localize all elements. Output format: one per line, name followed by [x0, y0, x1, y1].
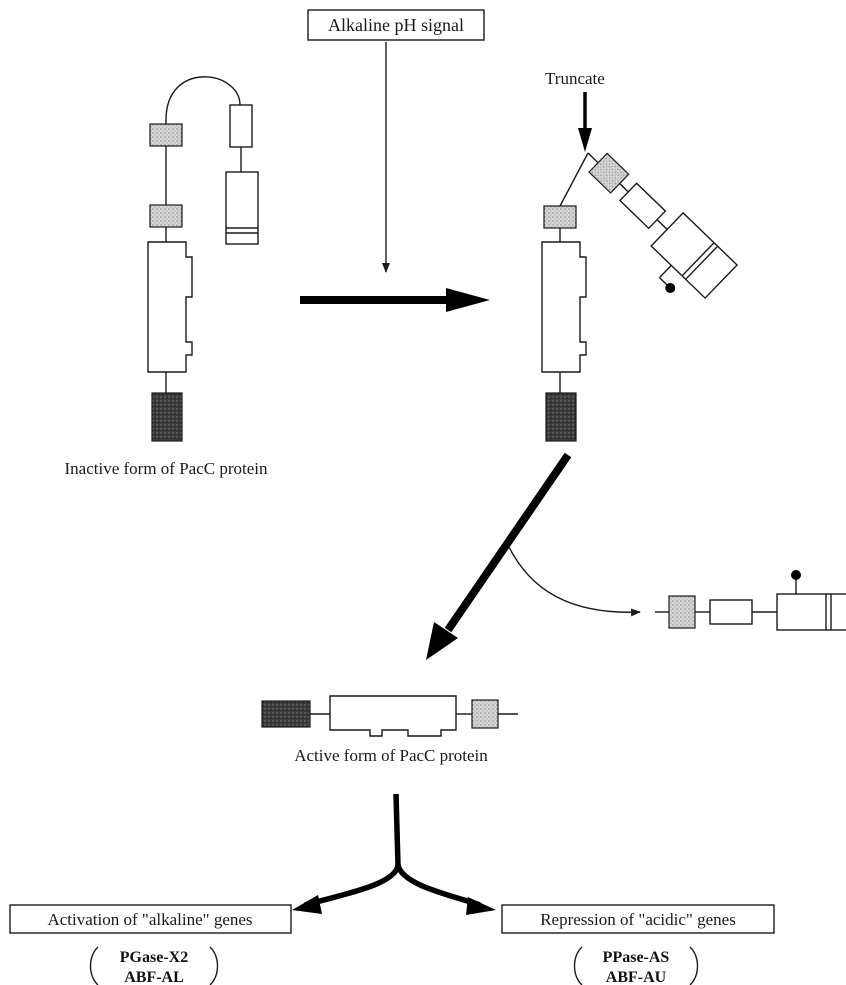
activation-label: Activation of "alkaline" genes [47, 910, 252, 929]
split-arrows [292, 794, 496, 915]
domain-light-1 [150, 124, 182, 146]
activation-outcome: Activation of "alkaline" genes PGase-X2 … [10, 905, 291, 985]
inactive-pacc-protein: Inactive form of PacC protein [65, 77, 268, 478]
paren-right-1 [210, 947, 218, 985]
activation-arrow [300, 288, 490, 312]
paren-left-2 [575, 947, 583, 985]
active-domain-dark [262, 701, 310, 727]
repression-outcome: Repression of "acidic" genes PPase-AS AB… [502, 905, 774, 985]
domain-dark [152, 393, 182, 441]
active-zinc-finger-region [330, 696, 456, 736]
released-fragment [655, 570, 846, 630]
signal-label: Alkaline pH signal [328, 15, 464, 35]
paren-right-2 [690, 947, 698, 985]
domain-dark-2 [546, 393, 576, 441]
domain-light-3 [544, 206, 576, 228]
active-caption: Active form of PacC protein [294, 746, 488, 765]
gene-pgase-x2: PGase-X2 [120, 949, 188, 966]
domain-light-2 [150, 205, 182, 227]
gene-abf-al: ABF-AL [124, 969, 184, 985]
inactive-caption: Inactive form of PacC protein [65, 459, 268, 478]
processing-arrow [426, 455, 568, 660]
gene-ppase-as: PPase-AS [603, 949, 670, 966]
active-domain-light [472, 700, 498, 728]
release-arrow [508, 545, 640, 612]
zinc-finger-region [148, 242, 192, 372]
truncate-arrow [578, 128, 592, 152]
truncate-label: Truncate [545, 69, 605, 88]
truncated-pacc-protein: Truncate [542, 69, 737, 441]
active-pacc-protein: Active form of PacC protein [262, 696, 518, 765]
repression-label: Repression of "acidic" genes [540, 910, 736, 929]
zinc-finger-region-2 [542, 242, 586, 372]
alkaline-ph-signal: Alkaline pH signal [308, 10, 484, 272]
gene-abf-au: ABF-AU [606, 969, 667, 985]
domain-box-small [230, 105, 252, 147]
paren-left-1 [91, 947, 99, 985]
